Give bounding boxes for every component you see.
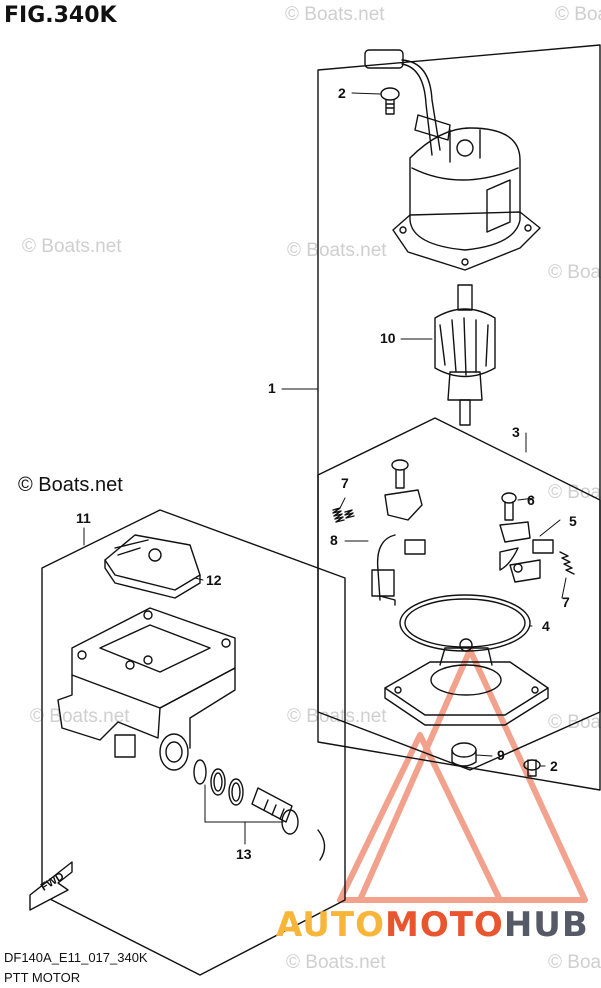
watermark: © Boats.net [22, 236, 122, 257]
callout-13: 13 [236, 846, 252, 862]
watermark: © Boats.net [30, 706, 130, 727]
watermark: © Boats.net [548, 482, 601, 503]
motor-housing [392, 127, 541, 271]
figure-code: DF140A_E11_017_340K [4, 950, 148, 965]
callout-2: 2 [550, 758, 558, 774]
screw-2-top [380, 87, 400, 115]
watermark: © Boats.net [286, 952, 386, 973]
callout-7: 7 [562, 594, 570, 610]
watermark-main: © Boats.net [18, 474, 123, 496]
valve-assembly-13 [193, 759, 326, 861]
figure-title: FIG.340K [4, 3, 117, 28]
callout-5: 5 [569, 513, 577, 529]
watermark: © Boats.net [285, 4, 385, 25]
figure-caption: PTT MOTOR [4, 970, 81, 985]
callout-4: 4 [542, 618, 550, 634]
callout-9: 9 [497, 747, 505, 763]
logo-part-auto: AUTO [276, 905, 385, 945]
seal-9 [451, 742, 477, 767]
wire-harness [364, 49, 451, 156]
logo-text: AUTOMOTOHUB [276, 905, 589, 945]
callout-1: 1 [268, 380, 276, 396]
callout-6: 6 [527, 492, 535, 508]
spring-7-left [332, 507, 355, 523]
brush-holder-8 [371, 459, 426, 606]
callout-3: 3 [512, 424, 520, 440]
callout-11: 11 [76, 510, 91, 526]
watermark: © Boats.net [287, 240, 387, 261]
armature-10 [434, 284, 496, 426]
watermark: © Boats.net [548, 262, 601, 283]
logo-part-moto: MOTO [384, 905, 504, 945]
fwd-arrow-icon [29, 861, 73, 911]
leader-lines [83, 92, 567, 845]
callout-12: 12 [206, 572, 222, 588]
callout-10: 10 [380, 330, 396, 346]
callout-7: 7 [341, 475, 349, 491]
callout-2: 2 [338, 85, 346, 101]
watermark: © Boats.net [287, 706, 387, 727]
pump-body-11 [57, 607, 236, 771]
brush-holder-5 [499, 492, 554, 583]
logo-part-hub: HUB [503, 905, 589, 945]
watermark: © Boats.net [555, 4, 601, 25]
watermark: © Boats.net [548, 952, 601, 973]
o-ring-4 [399, 594, 531, 652]
screw-2-bottom [523, 759, 541, 777]
end-cap-plate [384, 638, 549, 726]
spring-7-right [559, 551, 575, 575]
callout-8: 8 [330, 532, 338, 548]
group-frame-3 [317, 417, 601, 771]
plate-12 [104, 534, 201, 599]
